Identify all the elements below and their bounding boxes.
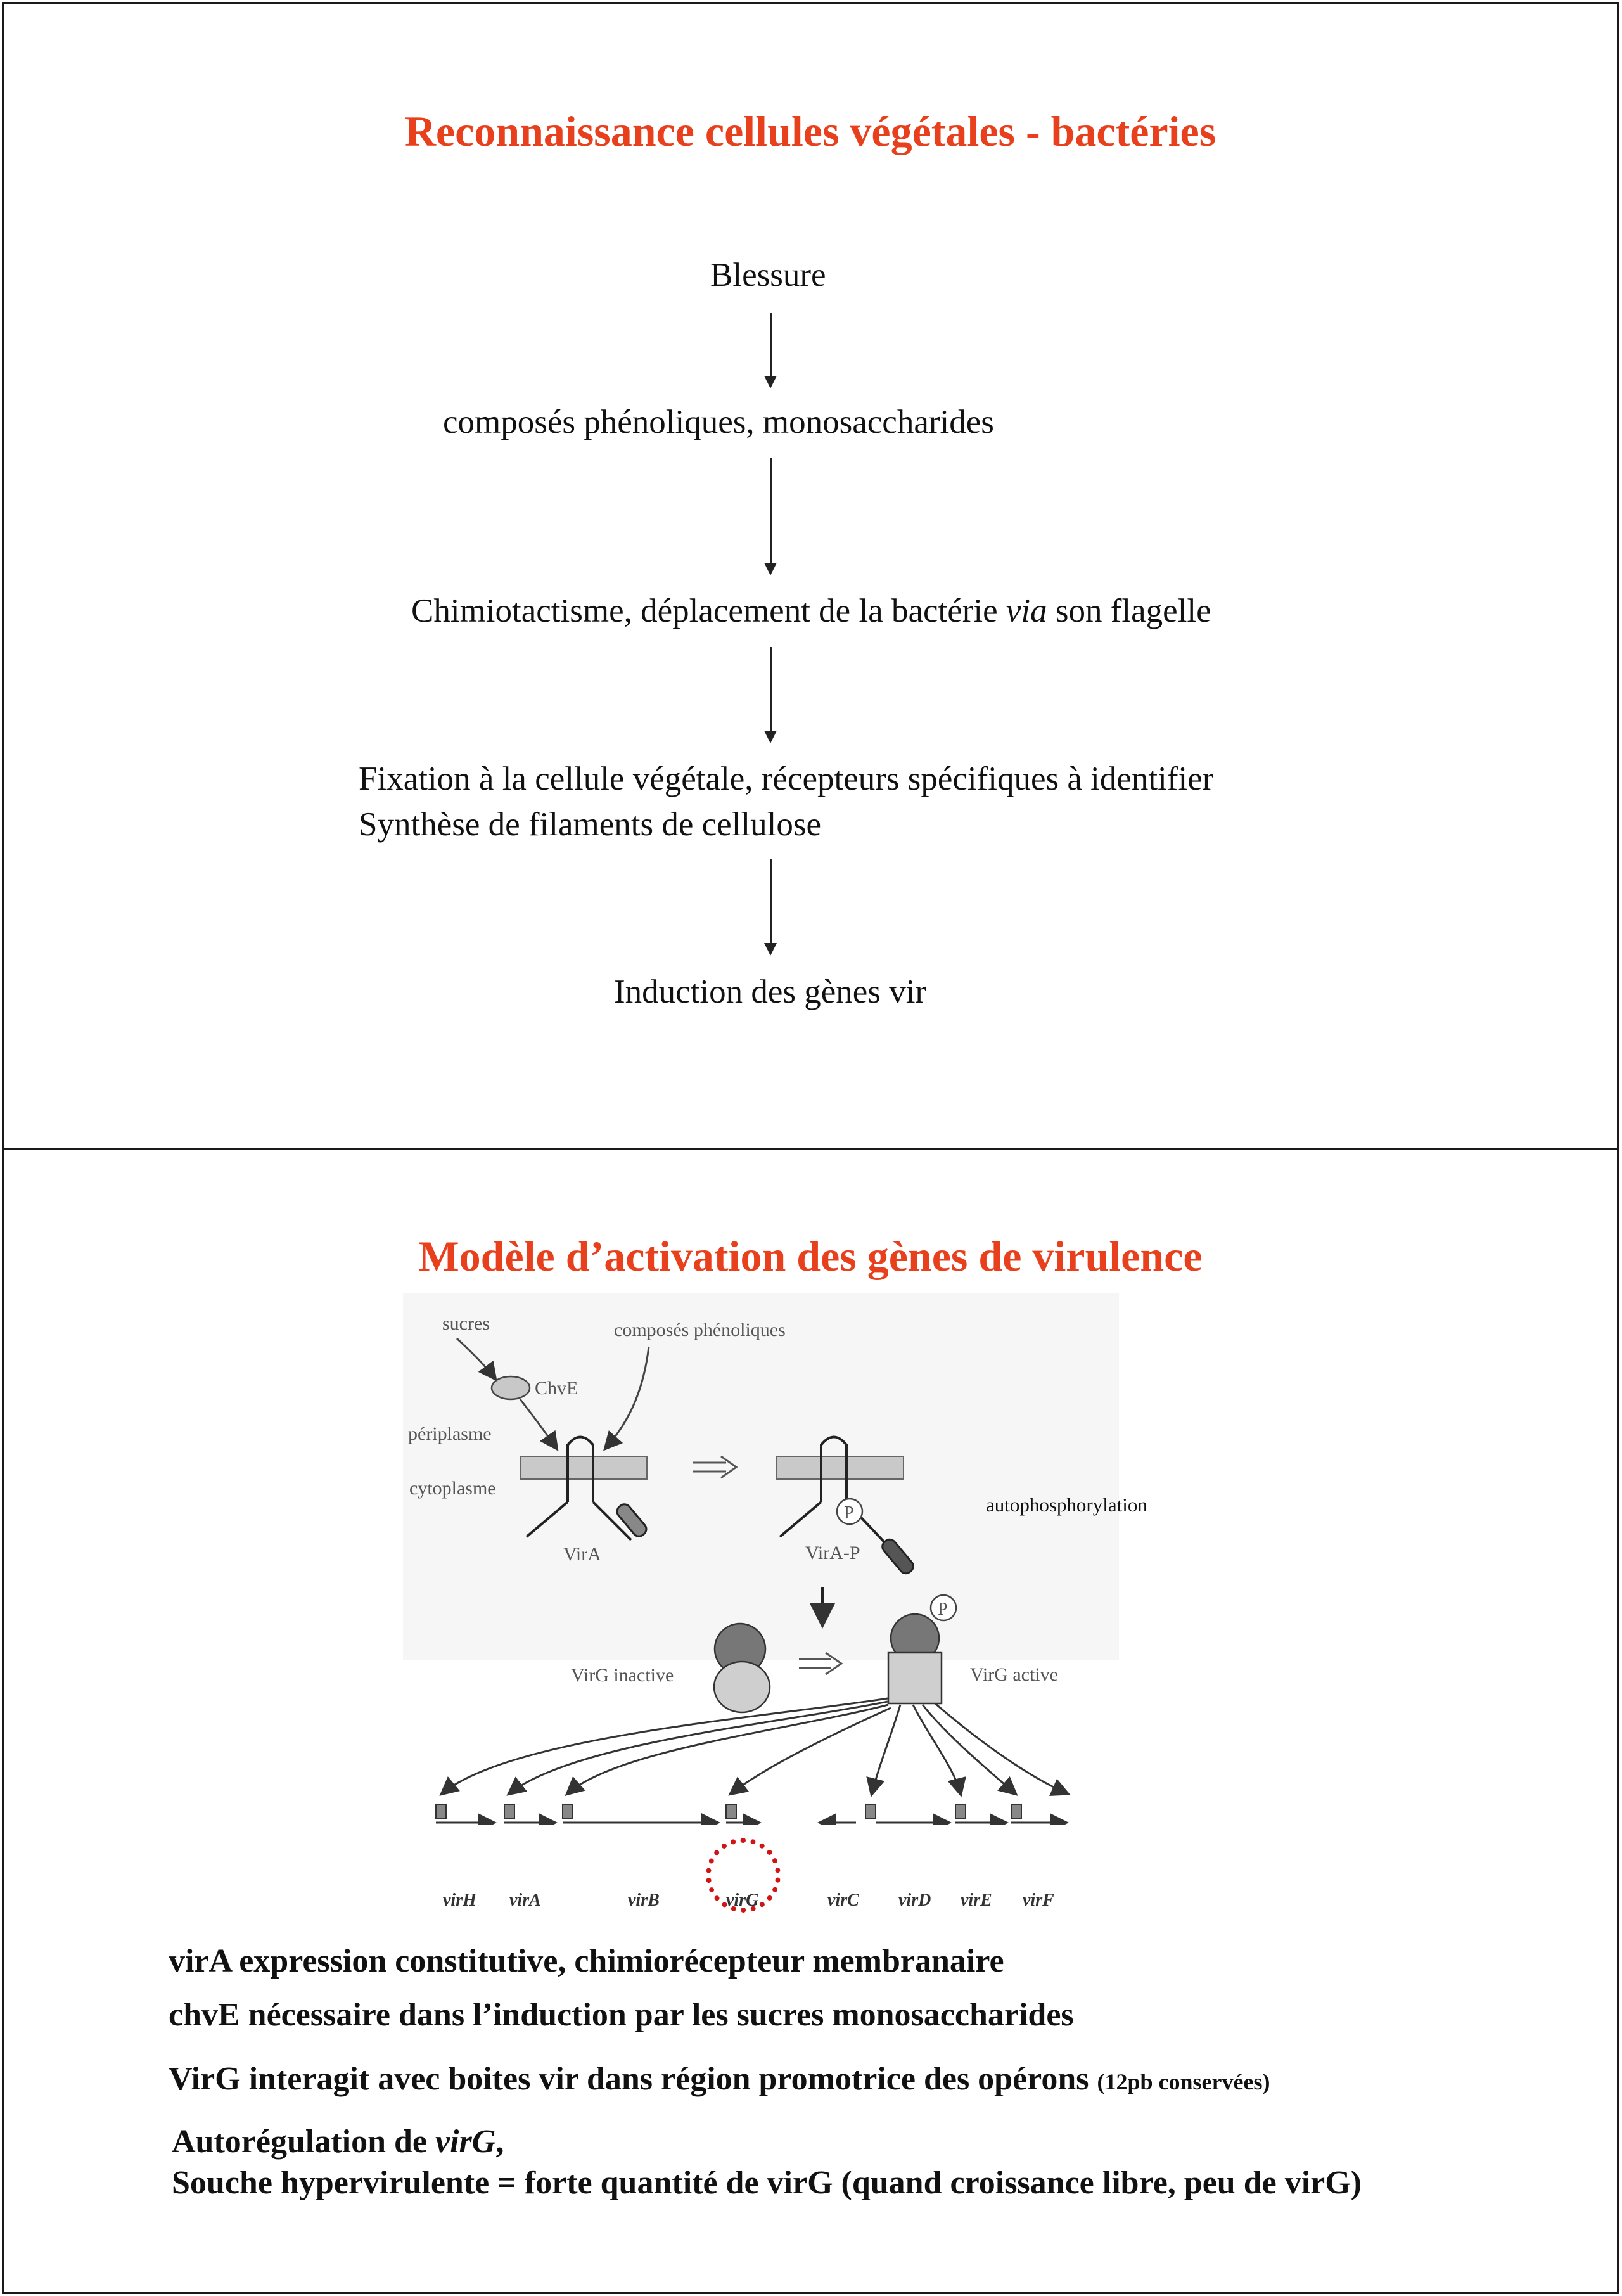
activation-arrows xyxy=(439,1697,1071,1797)
label-chve: ChvE xyxy=(535,1378,578,1399)
vira-transmembrane xyxy=(566,1435,594,1502)
hollow-arrow-icon xyxy=(693,1455,738,1479)
phosphate-label: P xyxy=(938,1600,948,1619)
gene-label: virA xyxy=(509,1890,541,1910)
gene-map xyxy=(435,1804,1069,1825)
membrane xyxy=(776,1456,904,1480)
label-virg-inactive: VirG inactive xyxy=(571,1665,674,1686)
label-periplasme: périplasme xyxy=(408,1423,492,1444)
virg-inactive-subunit xyxy=(713,1660,771,1714)
note-vira: virA expression constitutive, chimioréce… xyxy=(169,1943,1004,1979)
note-autoregulation: Autorégulation de virG, xyxy=(172,2124,504,2160)
slide-modele-activation: Modèle d’activation des gènes de virulen… xyxy=(2,1148,1619,2294)
label-autophosphorylation: autophosphorylation xyxy=(986,1494,1147,1516)
note-hypervirulente: Souche hypervirulente = forte quantité d… xyxy=(172,2165,1362,2201)
vira-p-domain xyxy=(881,1538,914,1575)
arrow-composes xyxy=(603,1346,650,1451)
arrow-chve xyxy=(519,1399,559,1451)
label-cytoplasme: cytoplasme xyxy=(409,1478,496,1499)
slide-title: Modèle d’activation des gènes de virulen… xyxy=(418,1232,1203,1280)
label-sucres: sucres xyxy=(442,1313,490,1334)
phosphate-icon xyxy=(836,1498,864,1525)
arrow-sucres xyxy=(456,1337,497,1382)
gene-label: virH xyxy=(443,1890,476,1910)
phosphate-icon xyxy=(929,1594,957,1622)
phosphate-label: P xyxy=(844,1503,854,1523)
step-chimiotactisme: Chimiotactisme, déplacement de la bactér… xyxy=(411,593,1211,629)
membrane xyxy=(520,1456,648,1480)
figure-background xyxy=(403,1293,1119,1660)
gene-label: virE xyxy=(961,1890,992,1910)
slide-title: Reconnaissance cellules végétales - bact… xyxy=(404,107,1216,155)
note-chve: chvE nécessaire dans l’induction par les… xyxy=(169,1997,1074,2033)
label-vira-p: VirA-P xyxy=(805,1542,860,1563)
gene-label: virC xyxy=(827,1890,859,1910)
down-arrow-icon xyxy=(764,313,777,388)
gene-labels: virH virA virB virG virC virD virE virF xyxy=(384,1885,1208,1923)
chve-protein xyxy=(490,1375,531,1401)
step-fixation: Fixation à la cellule végétale, récepteu… xyxy=(359,760,1214,797)
virg-highlight-circle xyxy=(706,1838,781,1913)
vira-p-transmembrane xyxy=(820,1435,848,1502)
step-synthese: Synthèse de filaments de cellulose xyxy=(359,806,822,843)
gene-label: virF xyxy=(1023,1890,1054,1910)
step-blessure: Blessure xyxy=(710,257,826,293)
gene-label: virD xyxy=(898,1890,931,1910)
down-arrow-icon xyxy=(764,647,777,743)
label-vira: VirA xyxy=(563,1544,601,1565)
label-composes-phenoliques: composés phénoliques xyxy=(614,1319,786,1340)
vira-domain xyxy=(616,1503,648,1537)
label-virg-active: VirG active xyxy=(970,1664,1058,1685)
slide-reconnaissance: Reconnaissance cellules végétales - bact… xyxy=(2,2,1619,1150)
step-induction: Induction des gènes vir xyxy=(614,973,927,1010)
virg-active-subunit xyxy=(887,1651,943,1705)
vira-p-arm-left xyxy=(779,1501,822,1538)
down-arrow-icon xyxy=(764,458,777,575)
note-virg: VirG interagit avec boites vir dans régi… xyxy=(169,2061,1270,2097)
down-arrow-icon xyxy=(764,859,777,956)
vira-arm-right xyxy=(592,1501,632,1541)
vira-arm-left xyxy=(525,1501,569,1538)
activation-figure: sucres composés phénoliques ChvE péripla… xyxy=(403,1293,1147,1825)
hollow-arrow-icon xyxy=(799,1651,843,1676)
gene-label: virB xyxy=(628,1890,660,1910)
step-composes: composés phénoliques, monosaccharides xyxy=(443,404,994,440)
